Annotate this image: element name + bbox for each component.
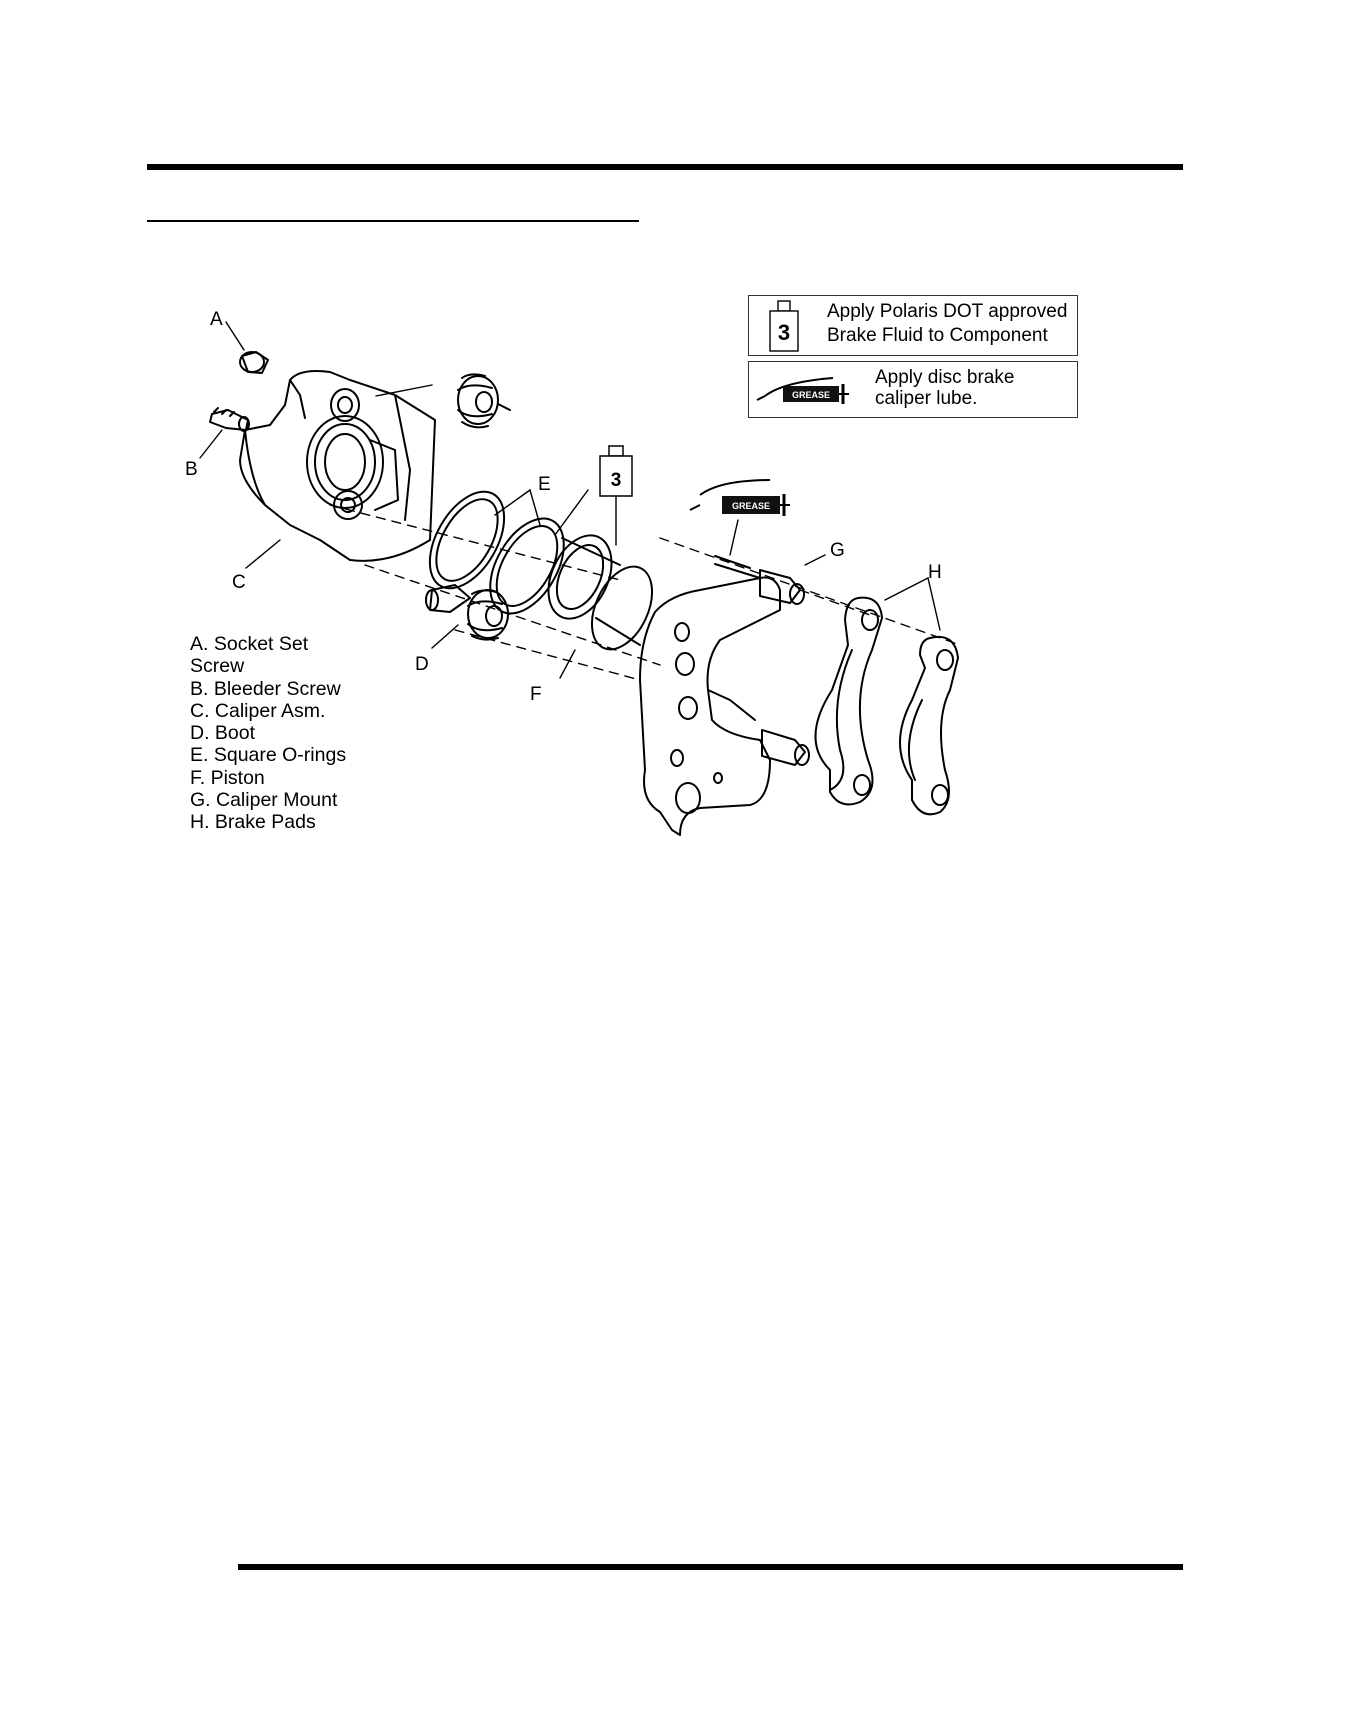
callout-b: B — [185, 459, 198, 480]
callout-f: F — [530, 684, 542, 705]
fluid-icon-number: 3 — [778, 320, 790, 345]
callout-g: G — [830, 540, 845, 561]
grease-marker-label: GREASE — [732, 501, 770, 511]
parts-key-item: F. Piston — [190, 767, 346, 789]
callout-d: D — [415, 654, 429, 675]
grease-icon-label: GREASE — [792, 390, 830, 400]
parts-key-item: D. Boot — [190, 722, 346, 744]
legend-grease: GREASE Apply disc brake caliper lube. — [748, 361, 1078, 418]
caliper-body-part — [240, 371, 435, 561]
parts-key-list: A. Socket Set Screw B. Bleeder Screw C. … — [190, 633, 346, 834]
parts-key-item: Screw — [190, 655, 346, 677]
callout-e: E — [538, 474, 551, 495]
parts-key-item: E. Square O-rings — [190, 744, 346, 766]
brake-fluid-bottle-icon: 3 — [765, 298, 805, 358]
fluid-legend-line2: Brake Fluid to Component — [827, 324, 1048, 348]
upper-boot-part — [458, 374, 510, 427]
brake-pads-part — [815, 598, 958, 815]
caliper-mount-part — [640, 556, 809, 835]
parts-key-item: G. Caliper Mount — [190, 789, 346, 811]
callout-a: A — [210, 309, 223, 330]
fluid-legend-line1: Apply Polaris DOT approved — [827, 300, 1067, 324]
square-o-rings-part — [415, 479, 579, 626]
grease-gun-icon: GREASE — [753, 366, 853, 416]
callout-c: C — [232, 572, 246, 593]
lower-boot-part — [426, 585, 508, 640]
socket-set-screw-part — [240, 352, 268, 373]
grease-gun-marker: GREASE — [690, 480, 790, 516]
parts-key-item: H. Brake Pads — [190, 811, 346, 833]
parts-key-item: C. Caliper Asm. — [190, 700, 346, 722]
parts-key-item: A. Socket Set — [190, 633, 346, 655]
parts-key-item: B. Bleeder Screw — [190, 678, 346, 700]
grease-legend-line2: caliper lube. — [875, 387, 977, 411]
legend-brake-fluid: 3 Apply Polaris DOT approved Brake Fluid… — [748, 295, 1078, 356]
bleeder-screw-part — [210, 408, 249, 431]
callout-h: H — [928, 562, 942, 583]
fluid-marker-number: 3 — [611, 470, 622, 491]
brake-fluid-marker: 3 — [600, 446, 632, 496]
